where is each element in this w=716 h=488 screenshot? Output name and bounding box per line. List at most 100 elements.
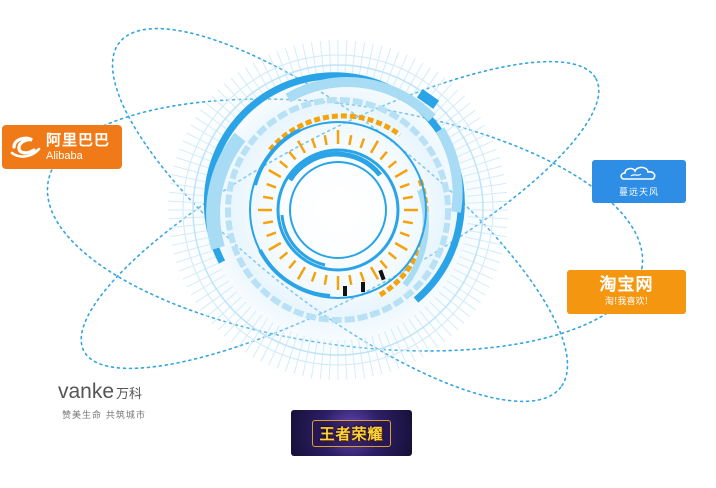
radar-ray <box>186 268 223 288</box>
taobao-logo[interactable]: 淘宝网 淘!我喜欢! <box>567 270 686 314</box>
radar-ray <box>461 249 500 264</box>
alibaba-en-name: Alibaba <box>46 149 83 162</box>
orange-arc-1 <box>268 113 402 152</box>
radar-ray <box>179 256 217 272</box>
vanke-en-name: vanke <box>58 380 115 403</box>
radar-ray <box>170 229 210 238</box>
radar-ray <box>371 335 383 375</box>
radar-halo <box>163 35 513 385</box>
vanke-slogan: 赞美生命 共筑城市 <box>62 411 146 421</box>
radar-ray <box>434 95 465 124</box>
orange-tick <box>323 134 328 146</box>
orange-tick <box>288 150 297 161</box>
orange-tick <box>394 168 408 179</box>
radar-ray <box>467 216 508 220</box>
radar-ray <box>424 83 453 114</box>
radar-ray <box>351 339 357 380</box>
orange-tick <box>288 259 297 270</box>
radar-ray <box>237 314 262 348</box>
orbit-ellipse-3 <box>46 98 644 352</box>
orange-tick <box>262 195 274 200</box>
radar-ray <box>190 274 226 296</box>
radar-ray <box>402 322 424 358</box>
vanke-cn-name: 万科 <box>116 387 143 402</box>
radar-ray <box>456 140 494 158</box>
radar-ray <box>171 174 211 184</box>
radar-ray <box>453 268 490 288</box>
radar-ray <box>211 296 242 325</box>
radar-ray <box>176 249 215 264</box>
radar-ray <box>419 310 446 343</box>
radar-ray <box>459 256 497 272</box>
radar-ray <box>179 148 217 164</box>
radar-ray <box>419 77 446 110</box>
radar-ray <box>195 280 230 304</box>
radar-ray <box>442 286 476 311</box>
radar-ray <box>456 262 494 280</box>
cloud-icon <box>620 166 656 180</box>
radar-ray <box>205 291 238 318</box>
radar-ray <box>319 339 325 380</box>
manyuan-tianfeng-logo[interactable]: 蔓远天风 <box>592 160 686 203</box>
radar-ray <box>414 72 439 106</box>
radar-ray <box>446 116 481 140</box>
radar-ray <box>230 310 257 343</box>
radar-ray <box>446 280 481 304</box>
radar-ray <box>170 182 210 191</box>
radar-ray <box>364 337 374 377</box>
orange-tick <box>348 134 353 146</box>
radar-ray <box>377 48 392 87</box>
radar-ray <box>402 62 424 98</box>
radar-ray <box>408 318 432 353</box>
radar-ray <box>434 296 465 325</box>
radar-ray <box>357 338 366 378</box>
honor-of-kings-title: 王者荣耀 <box>312 419 391 447</box>
orange-tick <box>262 220 274 225</box>
taobao-slogan: 淘!我喜欢! <box>604 297 649 307</box>
radar-ray <box>302 337 312 377</box>
orange-tick <box>359 271 366 282</box>
radar-ray <box>328 339 332 380</box>
radar-ray <box>390 54 408 92</box>
radar-ray <box>371 45 383 85</box>
radar-ray <box>438 291 471 318</box>
radar-ray <box>168 223 209 229</box>
radar-ray <box>429 301 459 331</box>
radar-ray <box>466 229 506 238</box>
radar-ray <box>293 335 305 375</box>
orange-tick <box>266 231 277 238</box>
radar-ray <box>396 325 416 362</box>
orange-tick <box>379 150 388 161</box>
alibaba-smile-icon <box>10 136 41 158</box>
orange-tick <box>310 271 317 282</box>
orange-tick <box>268 168 282 179</box>
radar-ray <box>466 182 506 191</box>
radar-ray <box>168 191 209 197</box>
orange-tick <box>402 195 414 200</box>
radar-ray <box>344 339 348 380</box>
radar-ray <box>384 51 400 89</box>
radar-ray <box>465 174 505 184</box>
orange-tick <box>296 266 307 280</box>
radar-ray <box>284 333 299 372</box>
radar-ray <box>414 314 439 348</box>
honor-of-kings-logo[interactable]: 王者荣耀 <box>291 410 412 456</box>
radar-ray <box>461 156 500 171</box>
radar-ray <box>442 109 476 134</box>
radar-ray <box>173 165 213 177</box>
orange-tick <box>268 241 282 252</box>
radar-ray <box>252 322 274 358</box>
radar-ray <box>168 216 209 220</box>
orange-tick <box>387 160 398 169</box>
orange-tick <box>394 241 408 252</box>
orange-tick <box>278 160 289 169</box>
radar-ray <box>223 306 252 337</box>
radar-ray <box>168 200 209 204</box>
radar-ray <box>467 223 508 229</box>
radar-ray <box>429 89 459 119</box>
taobao-name: 淘宝网 <box>599 275 654 295</box>
alibaba-logo[interactable]: 阿里巴巴 Alibaba <box>2 125 122 169</box>
vanke-logo[interactable]: vanke 万科 赞美生命 共筑城市 <box>58 380 178 421</box>
orange-tick <box>399 231 410 238</box>
radar-ray <box>276 331 292 369</box>
